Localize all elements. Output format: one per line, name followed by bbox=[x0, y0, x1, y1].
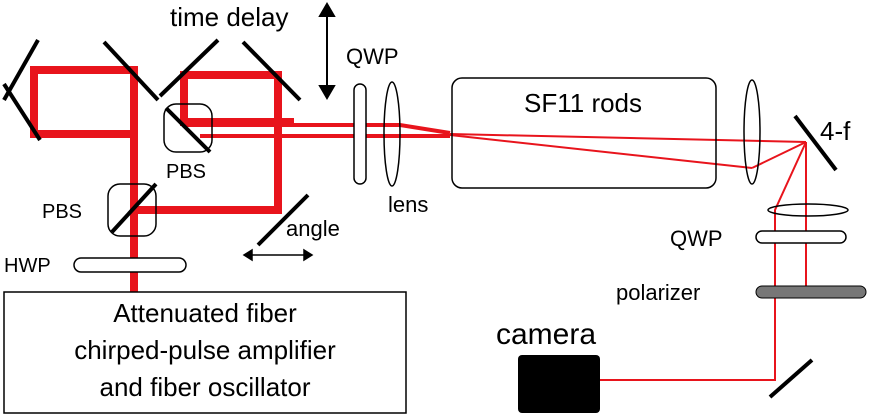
hwp-element bbox=[73, 257, 187, 273]
lens-horizontal-element bbox=[767, 203, 849, 217]
source-line-1: Attenuated fiber bbox=[113, 298, 297, 328]
mirror-top-center-left bbox=[102, 40, 160, 102]
qwp-right-label: QWP bbox=[670, 226, 723, 251]
mirrors bbox=[2, 38, 838, 399]
time-delay-label: time delay bbox=[170, 2, 289, 32]
source-box bbox=[3, 291, 407, 414]
sf11-rods-label: SF11 rods bbox=[524, 88, 642, 118]
mirror-top-center bbox=[158, 38, 220, 98]
beam-to-4f-mirror-upper bbox=[449, 133, 807, 143]
pbs-upper bbox=[163, 103, 213, 154]
pbs-upper-label: PBS bbox=[166, 161, 206, 183]
qwp-top-label: QWP bbox=[346, 44, 399, 69]
pbs-lower-label: PBS bbox=[42, 201, 82, 223]
hwp-label: HWP bbox=[4, 255, 51, 277]
lens-right-element bbox=[743, 79, 761, 185]
mirror-angle bbox=[256, 193, 310, 247]
beam-down-left bbox=[600, 141, 807, 381]
sf11-rods-box bbox=[451, 77, 717, 189]
source-line-3: and fiber oscillator bbox=[100, 372, 311, 402]
four-f-label: 4-f bbox=[820, 116, 851, 146]
thick-beams bbox=[30, 66, 294, 294]
angle-arrow bbox=[242, 248, 314, 262]
angle-label: angle bbox=[286, 216, 340, 241]
rods-beam bbox=[449, 134, 753, 169]
beam-to-rods bbox=[184, 123, 451, 135]
qwp-top-element bbox=[353, 83, 367, 185]
delay-loop-beam-path bbox=[130, 71, 294, 214]
time-delay-arrow bbox=[318, 2, 336, 100]
pbs-lower bbox=[107, 182, 158, 237]
mirror-camera bbox=[768, 358, 814, 399]
polarizer-label: polarizer bbox=[616, 280, 700, 305]
beam-to-4f-mirror bbox=[751, 141, 807, 169]
lens-element bbox=[383, 81, 401, 187]
mirror-top-right bbox=[241, 40, 302, 102]
camera-label: camera bbox=[496, 318, 596, 351]
mirror-left-lower bbox=[2, 82, 42, 142]
mirror-4f bbox=[793, 114, 838, 172]
qwp-right-element bbox=[755, 230, 847, 244]
lens-label: lens bbox=[388, 192, 428, 217]
source-line-2: chirped-pulse amplifier bbox=[74, 335, 336, 365]
camera-body bbox=[518, 355, 600, 413]
polarizer-element bbox=[755, 285, 867, 299]
source-beam-path bbox=[30, 66, 138, 294]
